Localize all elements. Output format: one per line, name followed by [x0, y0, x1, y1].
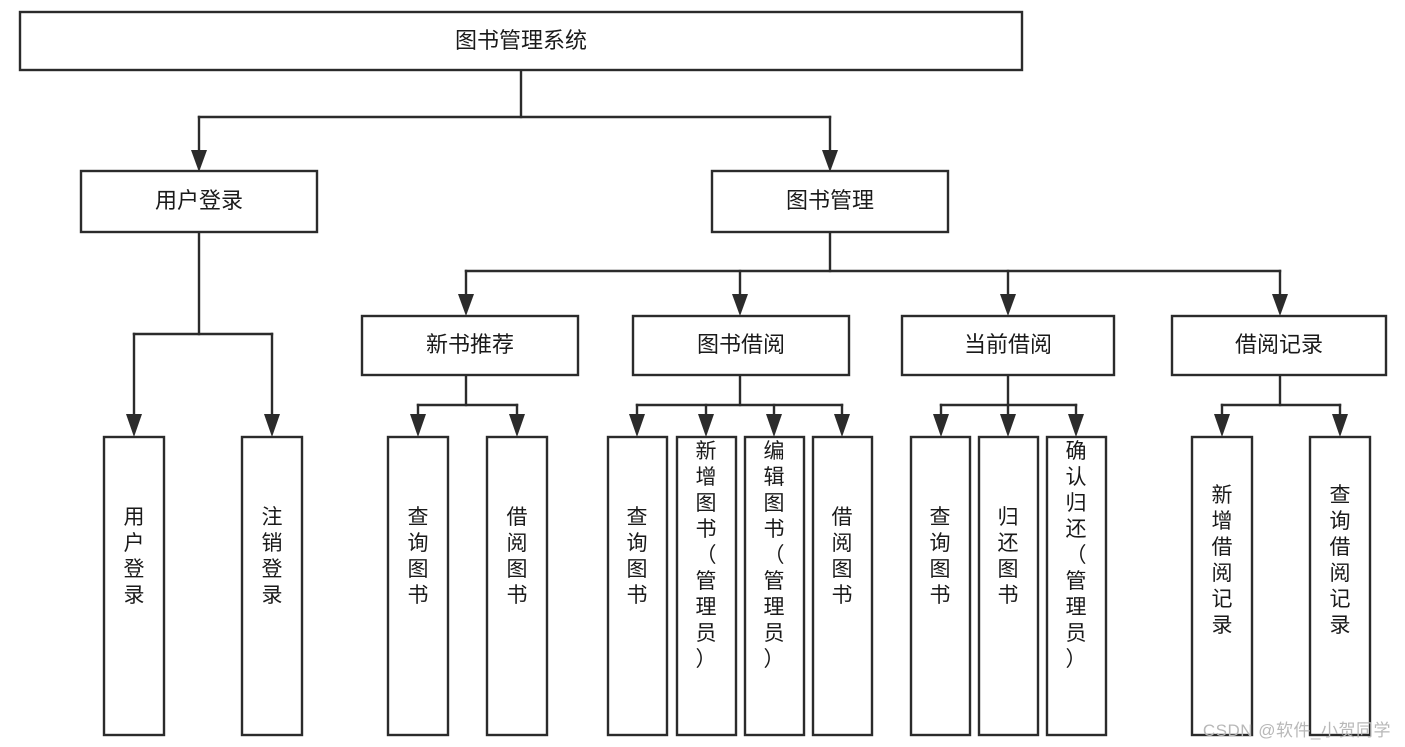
leaf-bb-add-book-label: 新增图书（管理员） — [696, 440, 717, 671]
connector-group-new-book — [410, 373, 525, 437]
arrow-head-current-borrow — [1000, 294, 1016, 316]
leaf-user-login-box — [102, 435, 166, 737]
node-root-system[interactable]: 图书管理系统 — [18, 10, 1024, 72]
arrow-head-br-leaf-1 — [1214, 414, 1230, 437]
leaf-cb-confirm-return-label: 确认归还（管理员） — [1066, 440, 1087, 671]
leaf-node-bb-add-book[interactable]: 新增图书（管理员） — [675, 435, 738, 737]
node-new-book-recommend[interactable]: 新书推荐 — [360, 314, 580, 377]
arrow-head-nb-leaf-1 — [410, 414, 426, 437]
leaf-node-br-query-record[interactable]: 查询借阅记录 — [1308, 435, 1372, 737]
leaf-node-bb-borrow-book[interactable]: 借阅图书 — [811, 435, 874, 737]
leaf-node-bb-edit-book[interactable]: 编辑图书（管理员） — [743, 435, 806, 737]
node-book-borrow-box — [631, 314, 851, 377]
node-root-box — [18, 10, 1024, 72]
leaf-node-user-login[interactable]: 用户登录 — [102, 435, 166, 737]
arrow-head-borrow-record — [1272, 294, 1288, 316]
connector-group-book-manage — [458, 230, 1288, 316]
leaf-cb-return-book-box — [977, 435, 1040, 737]
node-new-book-recommend-box — [360, 314, 580, 377]
node-book-manage-box — [710, 169, 950, 234]
leaf-br-query-record-label: 查询借阅记录 — [1330, 484, 1351, 637]
leaf-nb-query-book-box — [386, 435, 450, 737]
connector-group-borrow-record — [1214, 373, 1348, 437]
leaf-node-cb-confirm-return[interactable]: 确认归还（管理员） — [1045, 435, 1108, 737]
leaf-node-cb-return-book[interactable]: 归还图书 — [977, 435, 1040, 737]
arrow-head-br-leaf-2 — [1332, 414, 1348, 437]
leaf-nb-query-book-label: 查询图书 — [408, 506, 429, 607]
leaf-bb-edit-book-label: 编辑图书（管理员） — [764, 440, 785, 671]
arrow-head-user-login — [191, 150, 207, 172]
leaf-logout-box — [240, 435, 304, 737]
arrow-head-bb-leaf-4 — [834, 414, 850, 437]
connector-group-book-borrow — [629, 373, 850, 437]
leaf-bb-edit-book-box — [743, 435, 806, 737]
leaf-user-login-label: 用户登录 — [124, 506, 145, 607]
leaf-node-nb-query-book[interactable]: 查询图书 — [386, 435, 450, 737]
node-book-borrow[interactable]: 图书借阅 — [631, 314, 851, 377]
leaf-cb-query-book-label: 查询图书 — [930, 506, 951, 607]
connector-group-current-borrow — [933, 373, 1084, 437]
leaf-br-add-record-label: 新增借阅记录 — [1212, 484, 1233, 637]
node-book-manage[interactable]: 图书管理 — [710, 169, 950, 234]
node-book-borrow-label: 图书借阅 — [697, 332, 785, 357]
arrow-head-book-manage — [822, 150, 838, 172]
leaf-nb-borrow-book-box — [485, 435, 549, 737]
arrow-head-cb-leaf-3 — [1068, 414, 1084, 437]
node-user-login[interactable]: 用户登录 — [79, 169, 319, 234]
leaf-br-add-record-box — [1190, 435, 1254, 737]
arrow-head-cb-leaf-2 — [1000, 414, 1016, 437]
leaf-cb-confirm-return-box — [1045, 435, 1108, 737]
leaf-node-nb-borrow-book[interactable]: 借阅图书 — [485, 435, 549, 737]
arrow-head-leaf-user-login — [126, 414, 142, 437]
node-user-login-box — [79, 169, 319, 234]
leaf-node-cb-query-book[interactable]: 查询图书 — [909, 435, 972, 737]
connector-group-root — [191, 68, 838, 172]
node-book-manage-label: 图书管理 — [786, 188, 874, 213]
node-borrow-record-box — [1170, 314, 1388, 377]
arrow-head-new-book — [458, 294, 474, 316]
leaf-br-query-record-box — [1308, 435, 1372, 737]
leaf-bb-query-book-label: 查询图书 — [627, 506, 648, 607]
node-current-borrow[interactable]: 当前借阅 — [900, 314, 1116, 377]
leaf-bb-borrow-book-box — [811, 435, 874, 737]
node-new-book-recommend-label: 新书推荐 — [426, 332, 514, 357]
leaf-node-bb-query-book[interactable]: 查询图书 — [606, 435, 669, 737]
node-current-borrow-box — [900, 314, 1116, 377]
leaf-bb-borrow-book-label: 借阅图书 — [832, 506, 853, 607]
arrow-head-bb-leaf-1 — [629, 414, 645, 437]
leaf-node-logout[interactable]: 注销登录 — [240, 435, 304, 737]
leaf-nb-borrow-book-label: 借阅图书 — [507, 506, 528, 607]
node-current-borrow-label: 当前借阅 — [964, 332, 1052, 357]
leaf-logout-label: 注销登录 — [262, 506, 283, 607]
arrow-head-book-borrow — [732, 294, 748, 316]
connector-group-user-login — [126, 230, 280, 437]
node-root-label: 图书管理系统 — [455, 28, 587, 53]
arrow-head-bb-leaf-2 — [698, 414, 714, 437]
leaf-bb-query-book-box — [606, 435, 669, 737]
arrow-head-leaf-logout — [264, 414, 280, 437]
arrow-head-nb-leaf-2 — [509, 414, 525, 437]
arrow-head-cb-leaf-1 — [933, 414, 949, 437]
node-borrow-record[interactable]: 借阅记录 — [1170, 314, 1388, 377]
node-user-login-label: 用户登录 — [155, 188, 243, 213]
arrow-head-bb-leaf-3 — [766, 414, 782, 437]
leaf-cb-return-book-label: 归还图书 — [998, 506, 1019, 607]
leaf-node-br-add-record[interactable]: 新增借阅记录 — [1190, 435, 1254, 737]
node-borrow-record-label: 借阅记录 — [1235, 332, 1323, 357]
leaf-cb-query-book-box — [909, 435, 972, 737]
leaf-bb-add-book-box — [675, 435, 738, 737]
